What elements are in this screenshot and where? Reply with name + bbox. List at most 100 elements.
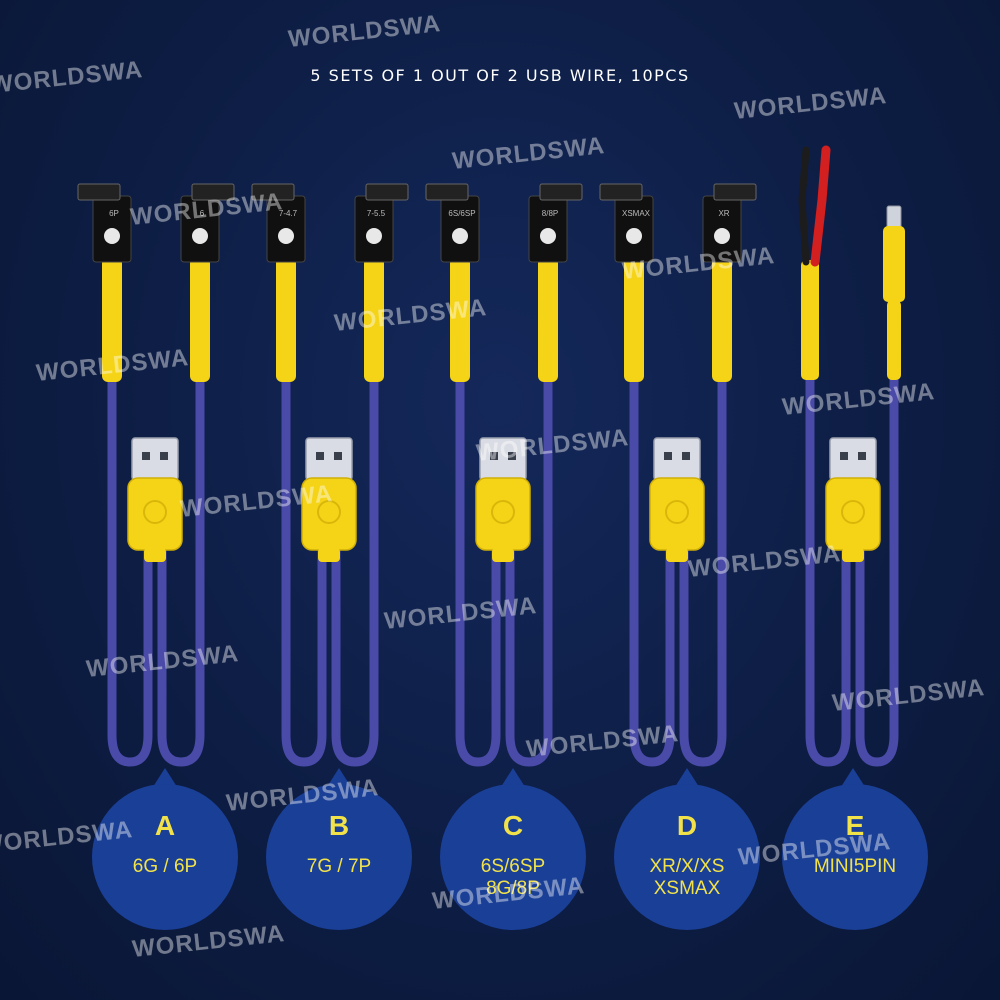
usb-plug-metal [653,437,701,481]
usb-plug-hole [858,452,866,460]
cable-left [455,295,501,767]
connector-flex-head [191,183,235,201]
brand-logo-icon [714,228,730,244]
cable-left [805,295,851,767]
cable-right [157,295,205,767]
usb-plug-strain [318,548,340,562]
micro-usb-housing [883,226,905,302]
usb-plug-strain [842,548,864,562]
connector-flex-head [251,183,295,201]
usb-plug-hole [160,452,168,460]
red-clip [810,145,831,267]
usb-plug-housing [649,477,705,551]
usb-plug-hole [316,452,324,460]
connector-flex-head [77,183,121,201]
connector-flex-head [365,183,409,201]
brand-logo-icon [540,228,556,244]
badge-set-c: C 6S/6SP 8G/8P [440,784,586,930]
usb-plug-metal [131,437,179,481]
usb-plug-strain [666,548,688,562]
cable-set-a: 6P 6 [77,183,235,767]
brand-logo-icon [366,228,382,244]
badge-letter: A [154,810,176,841]
badge-model: 6G / 6P [132,856,198,877]
badge-model: XR/X/XS XSMAX [649,856,725,899]
connector-flex-head [539,183,583,201]
brand-logo-icon [278,228,294,244]
brand-logo-icon [104,228,120,244]
cable-set-e [798,145,905,767]
connector-label: 8/8P [542,209,558,218]
usb-plug-housing [127,477,183,551]
headline: 5 SETS OF 1 OUT OF 2 USB WIRE, 10PCS [310,66,690,85]
connector-flex-head [599,183,643,201]
badge-model: MINI5PIN [813,856,897,877]
usb-plug-housing [475,477,531,551]
brand-logo-icon [192,228,208,244]
micro-usb-tip [886,205,902,229]
cable-right [679,295,727,767]
usb-plug-hole [334,452,342,460]
badge-set-d: D XR/X/XS XSMAX [614,784,760,930]
connector-label: 6P [109,209,119,218]
connector-label: XR [718,209,729,218]
brand-logo-icon [626,228,642,244]
cable-left [281,295,327,767]
badge-set-e: E MINI5PIN [782,784,928,930]
cable-set-d: XSMAX XR [599,183,757,767]
usb-housing-logo [665,500,689,524]
connector-flex-head [425,183,469,201]
usb-housing-logo [143,500,167,524]
usb-plug-hole [840,452,848,460]
usb-plug-metal [305,437,353,481]
connector-flex-head [713,183,757,201]
cable-right [505,295,553,767]
connector-sleeve [364,258,384,382]
usb-plug-metal [479,437,527,481]
usb-housing-logo [491,500,515,524]
cable-set-b: 7-4.7 7-5.5 [251,183,409,767]
usb-plug-strain [492,548,514,562]
connector-label: XSMAX [622,209,651,218]
connector-label: 6 [200,209,205,218]
usb-plug-hole [664,452,672,460]
badge-letter: C [502,810,524,841]
badge-model: 7G / 7P [306,856,372,877]
usb-plug-housing [301,477,357,551]
black-clip [798,146,810,266]
connector-sleeve [450,258,470,382]
connector-sleeve [102,258,122,382]
usb-plug-hole [682,452,690,460]
connector-sleeve [712,258,732,382]
cable-right [331,295,379,767]
cable-left [107,295,153,767]
cable-left [629,295,675,767]
connector-sleeve [624,258,644,382]
badge-model: 6S/6SP 8G/8P [480,856,546,899]
connector-label: 7-5.5 [367,209,386,218]
clip-sleeve [801,260,819,380]
badge-set-b: B 7G / 7P [266,784,412,930]
usb-housing-logo [841,500,865,524]
connector-sleeve [538,258,558,382]
brand-logo-icon [452,228,468,244]
usb-plug-hole [142,452,150,460]
usb-plug-hole [490,452,498,460]
connector-label: 7-4.7 [279,209,298,218]
badge-letter: D [676,810,698,841]
connector-label: 6S/6SP [448,209,475,218]
cable-set-c: 6S/6SP 8/8P [425,183,583,767]
badge-letter: B [328,810,350,841]
usb-plug-strain [144,548,166,562]
badge-letter: E [845,810,865,841]
usb-plug-metal [829,437,877,481]
connector-sleeve [190,258,210,382]
cable-right [855,295,899,767]
badge-set-a: A 6G / 6P [92,784,238,930]
usb-plug-hole [508,452,516,460]
micro-usb-sleeve [887,300,901,380]
usb-plug-housing [825,477,881,551]
connector-sleeve [276,258,296,382]
usb-housing-logo [317,500,341,524]
